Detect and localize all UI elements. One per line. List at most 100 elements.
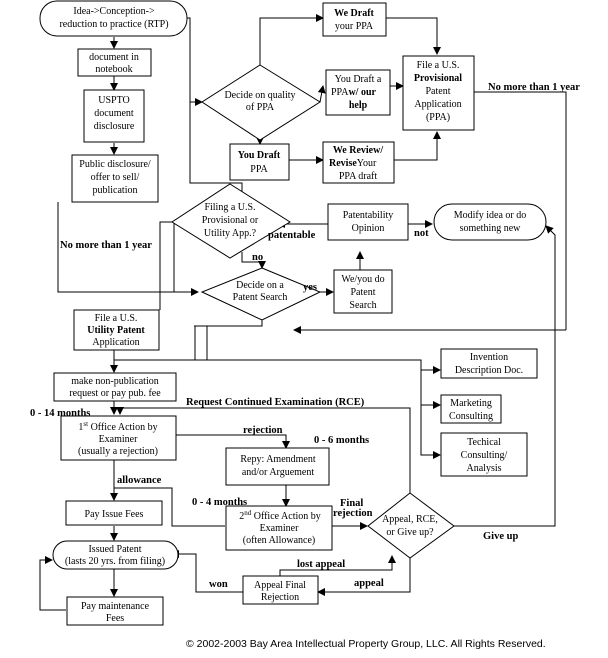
label-not: not	[414, 228, 429, 239]
uspto-line3: disclosure	[94, 121, 135, 132]
uspto-line2: document	[94, 108, 134, 119]
rtp-line1: Idea->Conception->	[73, 6, 155, 17]
file-ppa-line2: Provisional	[414, 73, 462, 84]
you-draft-w-line2: PPAw/ our	[331, 87, 376, 98]
modify-line2: something new	[460, 223, 522, 234]
modify-line1: Modify idea or do	[454, 210, 527, 221]
edge-labels: No more than 1 year No more than 1 year …	[30, 82, 580, 590]
you-draft-line2: PPA	[250, 164, 268, 175]
oa1-line2: Examiner	[99, 434, 139, 445]
appeal-dec-line2: or Give up?	[386, 527, 434, 538]
we-review-line1: We Review/	[333, 145, 383, 156]
node-patentability-opinion: Patentability Opinion	[327, 203, 409, 241]
file-ppa-line1: File a U.S.	[417, 60, 460, 71]
file-ppa-line3: Patent	[426, 86, 451, 97]
label-rce: Request Continued Examination (RCE)	[186, 397, 365, 408]
label-rejection: rejection	[243, 425, 283, 436]
appeal-final-line1: Appeal Final	[254, 580, 306, 591]
marketing-line2: Consulting	[449, 411, 493, 422]
oa1-line1: 1st Office Action by	[78, 420, 157, 433]
technical-line2: Consulting/	[461, 450, 508, 461]
non-pub-line1: make non-publication	[71, 376, 158, 387]
we-draft-line1: We Draft	[334, 8, 374, 19]
node-uspto: USPTO document disclosure	[83, 89, 145, 143]
rtp-line2: reduction to practice (RTP)	[59, 19, 168, 30]
node-we-draft: We Draft your PPA	[322, 2, 387, 37]
label-0-4-months: 0 - 4 months	[192, 497, 247, 508]
node-patent-search: We/you do Patent Search	[333, 269, 393, 314]
node-office-action-2: 2nd Office Action by Examiner (often All…	[225, 505, 333, 551]
decide-ppa-line2: of PPA	[246, 102, 275, 113]
node-we-review: We Review/ ReviseYour PPA draft	[322, 141, 395, 184]
label-final-rejection-2: rejection	[333, 508, 373, 519]
node-pay-maintenance: Pay maintenance Fees	[66, 596, 164, 626]
public-line1: Public disclosure/	[79, 159, 151, 170]
node-reply: Repy: Amendment and/or Arguement	[225, 447, 330, 486]
public-line3: publication	[93, 185, 138, 196]
node-rtp: Idea->Conception-> reduction to practice…	[39, 0, 188, 37]
you-draft-w-line3: help	[349, 100, 368, 111]
decide-search-line2: Patent Search	[233, 292, 288, 303]
decide-ppa-line1: Decide on quality	[224, 90, 295, 101]
node-you-draft-with-help: You Draft a PPAw/ our help	[325, 69, 391, 116]
label-allowance: allowance	[117, 475, 162, 486]
copyright-notice: © 2002-2003 Bay Area Intellectual Proper…	[186, 638, 546, 650]
file-ppa-line4: Application	[414, 99, 461, 110]
label-appeal: appeal	[354, 578, 384, 589]
utility-line1: File a U.S.	[95, 313, 138, 324]
node-non-publication: make non-publication request or pay pub.…	[53, 372, 177, 402]
technical-line3: Analysis	[467, 463, 502, 474]
node-technical: Techical Consulting/ Analysis	[440, 432, 528, 477]
technical-line1: Techical	[467, 437, 501, 448]
pay-maint-line1: Pay maintenance	[81, 601, 150, 612]
node-file-ppa: File a U.S. Provisional Patent Applicati…	[402, 55, 475, 131]
oa2-line1: 2nd Office Action by	[239, 509, 321, 522]
connectors	[39, 14, 567, 611]
utility-line3: Application	[92, 337, 139, 348]
we-review-line3: PPA draft	[339, 171, 377, 182]
we-draft-line2: your PPA	[335, 21, 374, 32]
node-filing-decision: Filing a U.S. Provisional or Utility App…	[171, 183, 291, 259]
reply-line2: and/or Arguement	[242, 467, 315, 478]
search-line3: Search	[349, 300, 376, 311]
oa2-line2: Examiner	[260, 523, 300, 534]
reply-line1: Repy: Amendment	[240, 454, 315, 465]
pay-issue-line1: Pay Issue Fees	[85, 509, 144, 520]
label-no-more-1yr-right: No more than 1 year	[488, 82, 580, 93]
label-lost-appeal: lost appeal	[297, 559, 345, 570]
utility-line2: Utility Patent	[87, 325, 145, 336]
marketing-line1: Marketing	[450, 398, 492, 409]
label-0-6-months: 0 - 6 months	[314, 435, 369, 446]
node-appeal-decision: Appeal, RCE, or Give up?	[367, 492, 455, 559]
label-0-14-months: 0 - 14 months	[30, 408, 90, 419]
node-appeal-final: Appeal Final Rejection	[242, 575, 319, 605]
oa1-line3: (usually a rejection)	[78, 446, 158, 457]
filing-dec-line3: Utility App.?	[204, 228, 257, 239]
node-issued-patent: Issued Patent (lasts 20 yrs. from filing…	[52, 540, 179, 570]
you-draft-line1: You Draft	[238, 150, 281, 161]
node-file-utility: File a U.S. Utility Patent Application	[73, 309, 160, 351]
label-won: won	[209, 579, 228, 590]
filing-dec-line2: Provisional or	[202, 215, 259, 226]
filing-dec-line1: Filing a U.S.	[204, 202, 255, 213]
pay-maint-line2: Fees	[106, 613, 124, 624]
node-decide-ppa: Decide on quality of PPA	[201, 64, 321, 141]
invention-doc-line2: Description Doc.	[455, 365, 523, 376]
node-pay-issue-fees: Pay Issue Fees	[65, 500, 163, 526]
issued-line2: (lasts 20 yrs. from filing)	[65, 556, 165, 567]
you-draft-w-line1: You Draft a	[335, 74, 382, 85]
node-invention-doc: Invention Description Doc.	[440, 348, 538, 379]
label-give-up: Give up	[483, 531, 518, 542]
uspto-line1: USPTO	[98, 95, 130, 106]
label-yes: yes	[303, 282, 317, 293]
notebook-line2: notebook	[95, 64, 132, 75]
appeal-dec-line1: Appeal, RCE,	[382, 514, 438, 525]
decide-search-line1: Decide on a	[236, 280, 284, 291]
node-you-draft: You Draft PPA	[229, 143, 290, 181]
non-pub-line2: request or pay pub. fee	[69, 388, 161, 399]
search-line2: Patent	[351, 287, 376, 298]
node-modify-idea: Modify idea or do something new	[433, 203, 547, 241]
notebook-line1: document in	[89, 52, 139, 63]
